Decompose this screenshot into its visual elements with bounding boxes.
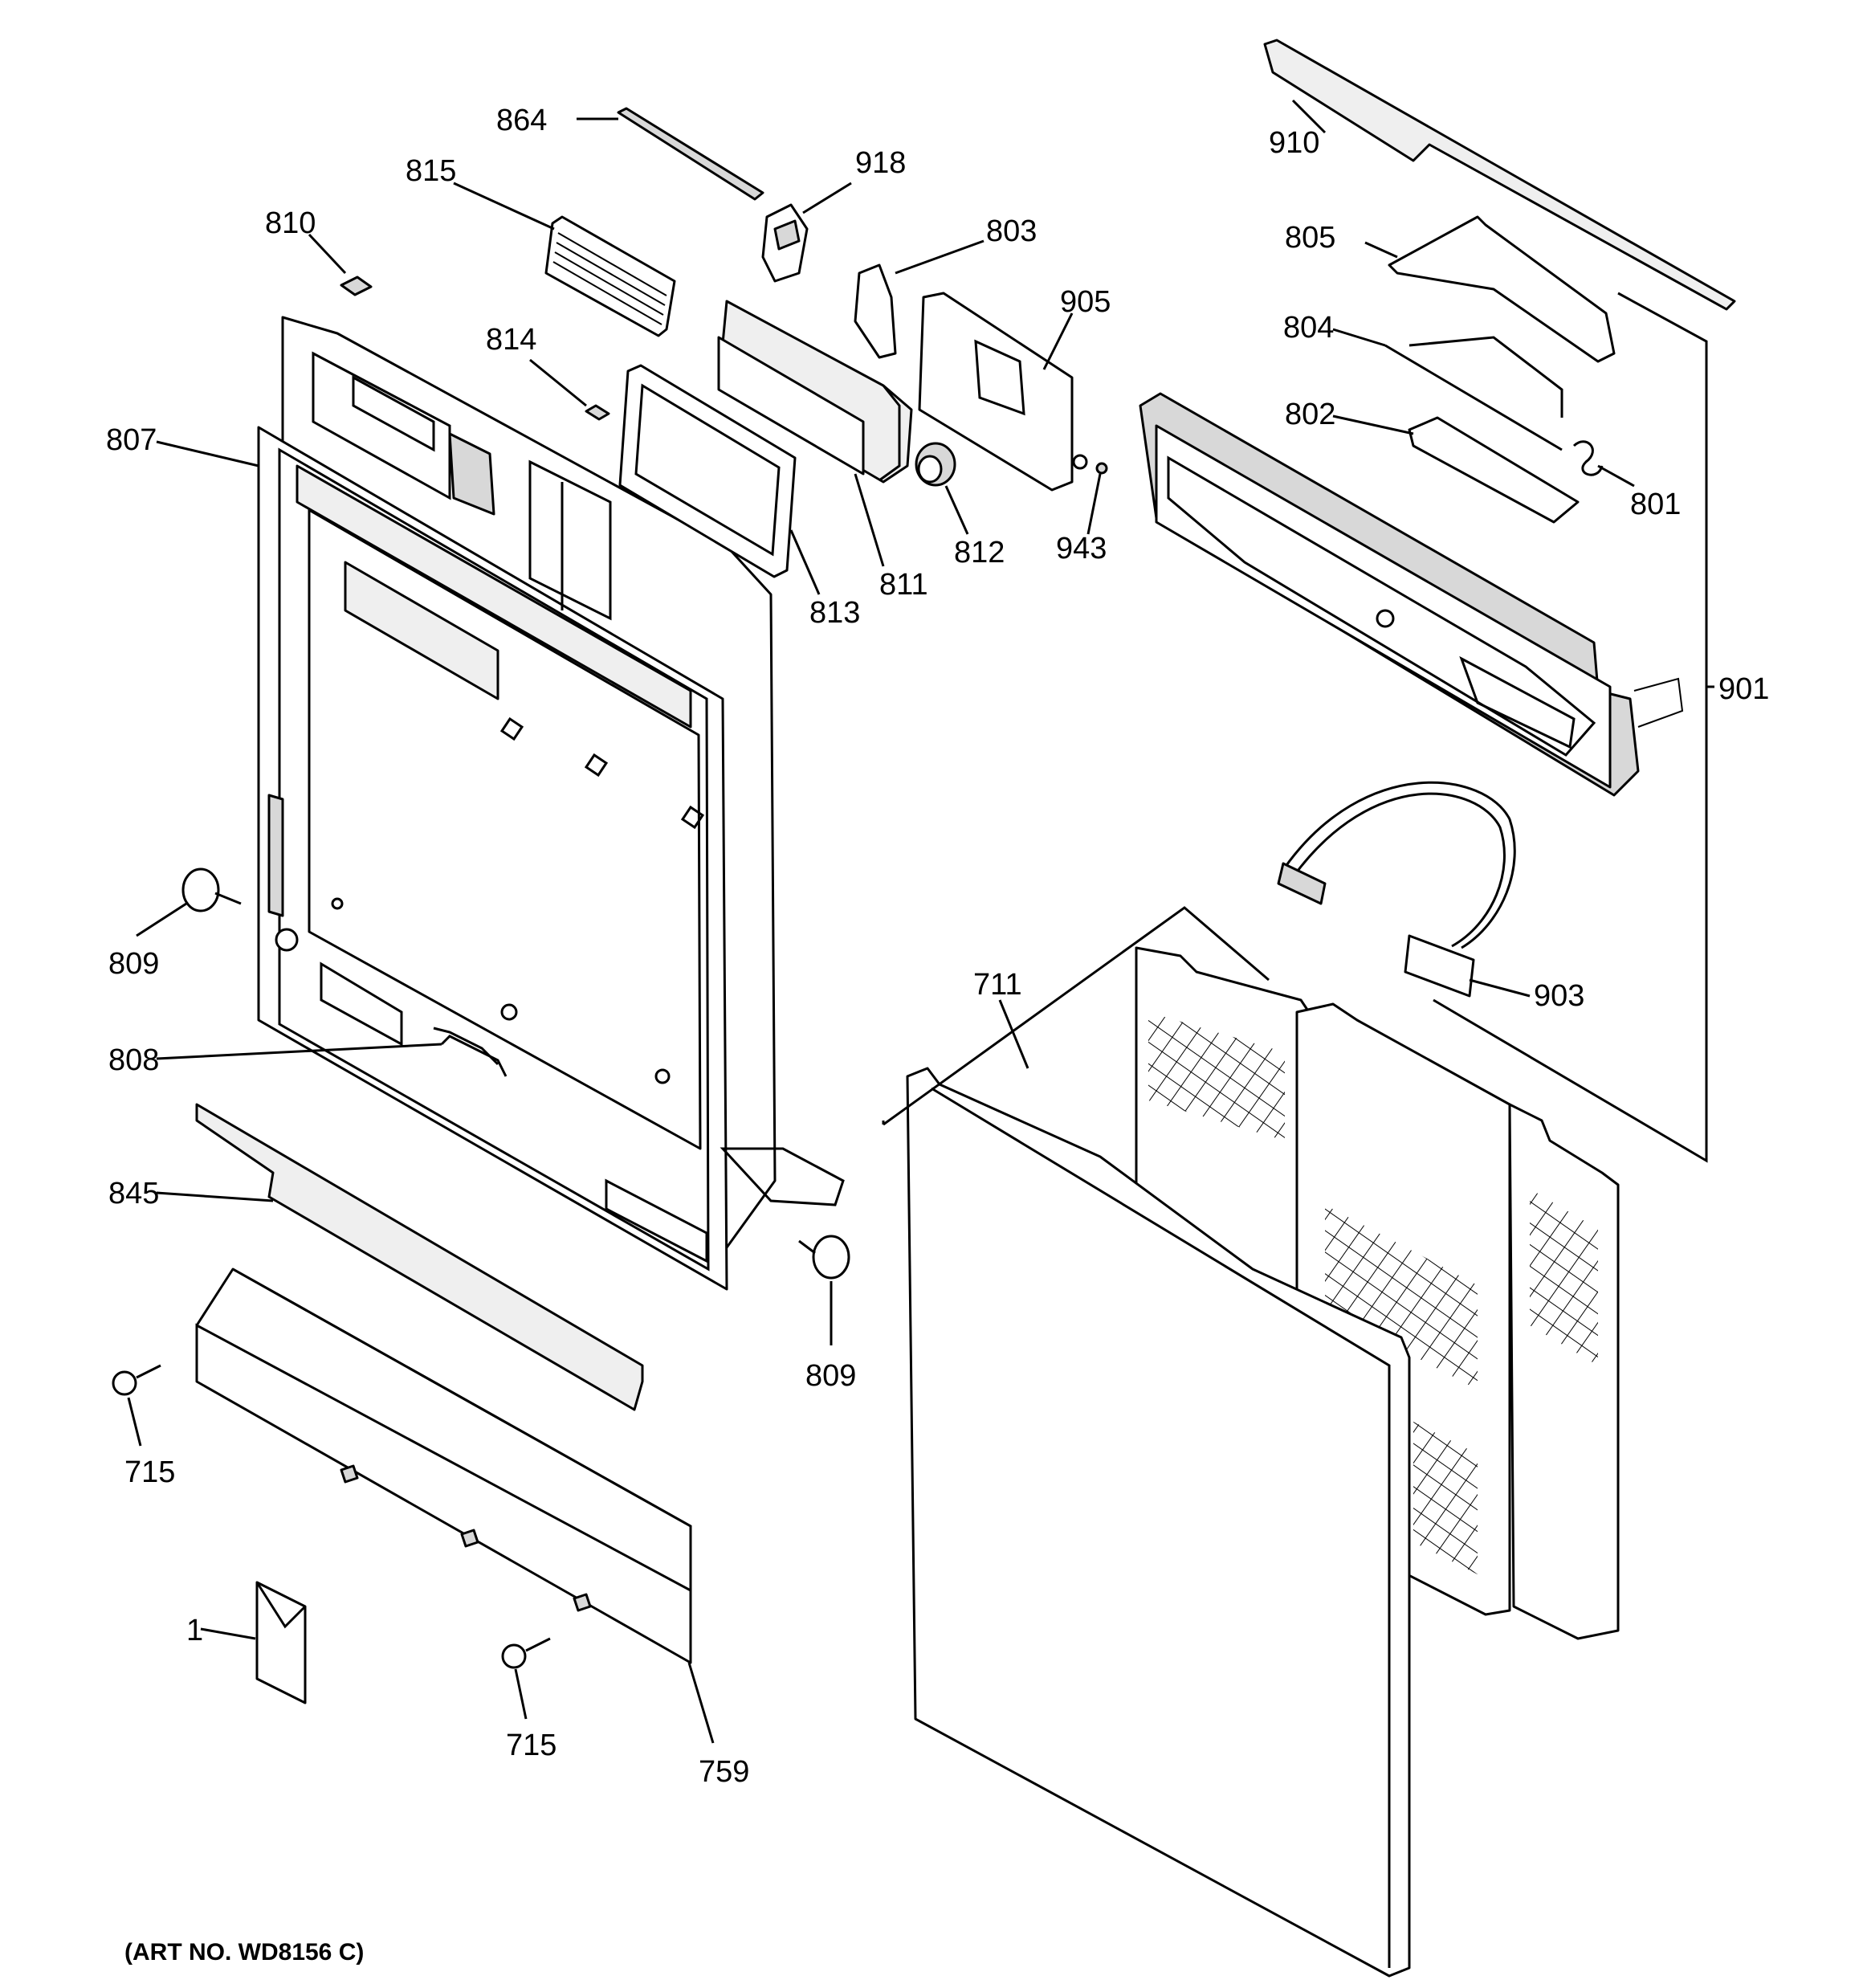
wire-harness [1277, 781, 1516, 998]
callout-815: 815 [406, 154, 456, 188]
panel-screw [585, 404, 610, 421]
callout-910: 910 [1269, 126, 1319, 160]
callout-labels: 864 918 815 810 803 905 814 807 811 812 … [106, 104, 1769, 1789]
callout-812: 812 [954, 536, 1005, 569]
callout-813: 813 [809, 596, 860, 630]
callout-711: 711 [973, 968, 1022, 1002]
outer-door-panel [906, 1067, 1411, 1978]
parts-packet [255, 1581, 307, 1704]
door-screw-right [798, 1235, 850, 1280]
callout-903: 903 [1534, 979, 1584, 1013]
callout-759: 759 [699, 1755, 749, 1789]
top-screw [340, 276, 373, 296]
art-number-caption: (ART NO. WD8156 C) [124, 1939, 364, 1966]
lower-trim [195, 1103, 644, 1411]
connector-block [854, 263, 897, 359]
door-switch [761, 203, 809, 283]
kick-plate-screw-left [112, 1364, 161, 1396]
handle-clip [440, 1035, 508, 1077]
callout-808: 808 [108, 1043, 159, 1077]
callout-715-right: 715 [506, 1729, 556, 1762]
callout-901: 901 [1718, 672, 1769, 706]
callout-803: 803 [986, 214, 1037, 248]
callout-811: 811 [879, 568, 928, 602]
callout-1: 1 [186, 1614, 203, 1647]
callout-801: 801 [1630, 488, 1681, 521]
callout-802: 802 [1285, 398, 1335, 431]
callout-715-left: 715 [124, 1455, 175, 1489]
callout-814: 814 [486, 323, 536, 357]
callout-810: 810 [265, 206, 316, 240]
door-screw-left [181, 867, 242, 912]
callout-805: 805 [1285, 221, 1335, 255]
leader-lines [127, 99, 1714, 1744]
callout-809-left: 809 [108, 947, 159, 981]
vent-grille [544, 215, 676, 337]
callout-918: 918 [855, 146, 906, 180]
pivot-rod [1384, 336, 1563, 451]
inner-door-panel [257, 316, 845, 1291]
selector-knob [915, 442, 956, 487]
gasket-frame [618, 364, 797, 578]
control-board [918, 292, 1088, 492]
hinge-bar [1408, 416, 1580, 524]
top-bracket [1263, 39, 1736, 311]
torsion-spring [1572, 440, 1604, 476]
callout-864: 864 [496, 104, 547, 137]
kick-plate-screw-right [501, 1637, 551, 1669]
callout-804: 804 [1283, 311, 1334, 345]
callout-943: 943 [1056, 532, 1107, 565]
callout-807: 807 [106, 423, 157, 457]
control-console [1139, 392, 1684, 797]
callout-809-right: 809 [805, 1359, 856, 1393]
callout-905: 905 [1060, 285, 1111, 319]
small-screw [1095, 462, 1108, 475]
side-bracket [1388, 215, 1616, 363]
callout-845: 845 [108, 1177, 159, 1210]
trim-strip [617, 107, 764, 201]
control-housing [717, 300, 913, 484]
kick-plate [195, 1268, 692, 1664]
